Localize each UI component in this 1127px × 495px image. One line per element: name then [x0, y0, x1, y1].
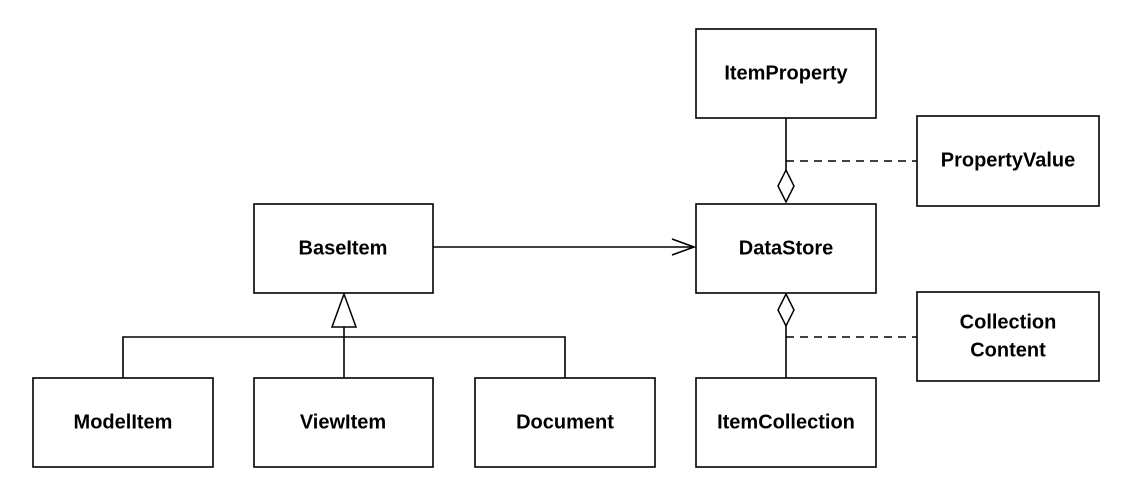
- edges: [122, 118, 917, 378]
- node-model-item[interactable]: ModelItem: [32, 377, 214, 468]
- node-label: ItemProperty: [724, 62, 848, 84]
- node-data-store[interactable]: DataStore: [695, 203, 877, 294]
- node-label-line-2: Content: [970, 339, 1046, 361]
- node-label: ViewItem: [300, 411, 386, 433]
- node-label: ItemCollection: [717, 411, 855, 433]
- node-label: DataStore: [739, 237, 833, 259]
- node-label-line-1: Collection: [960, 311, 1057, 333]
- aggregation-diamond-collection: [777, 292, 795, 328]
- generalization-triangle: [330, 291, 358, 328]
- node-view-item[interactable]: ViewItem: [253, 377, 434, 468]
- node-label: PropertyValue: [941, 149, 1076, 171]
- node-item-collection[interactable]: ItemCollection: [695, 377, 877, 468]
- node-label: BaseItem: [299, 237, 388, 259]
- node-label: Document: [516, 411, 614, 433]
- aggregation-diamond-property: [777, 168, 795, 204]
- node-base-item[interactable]: BaseItem: [253, 203, 434, 294]
- node-property-value[interactable]: PropertyValue: [916, 115, 1100, 207]
- node-label: ModelItem: [74, 411, 173, 433]
- node-document[interactable]: Document: [474, 377, 656, 468]
- open-arrowhead: [671, 238, 697, 256]
- node-collection-content[interactable]: Collection Content: [916, 291, 1100, 382]
- node-item-property[interactable]: ItemProperty: [695, 28, 877, 119]
